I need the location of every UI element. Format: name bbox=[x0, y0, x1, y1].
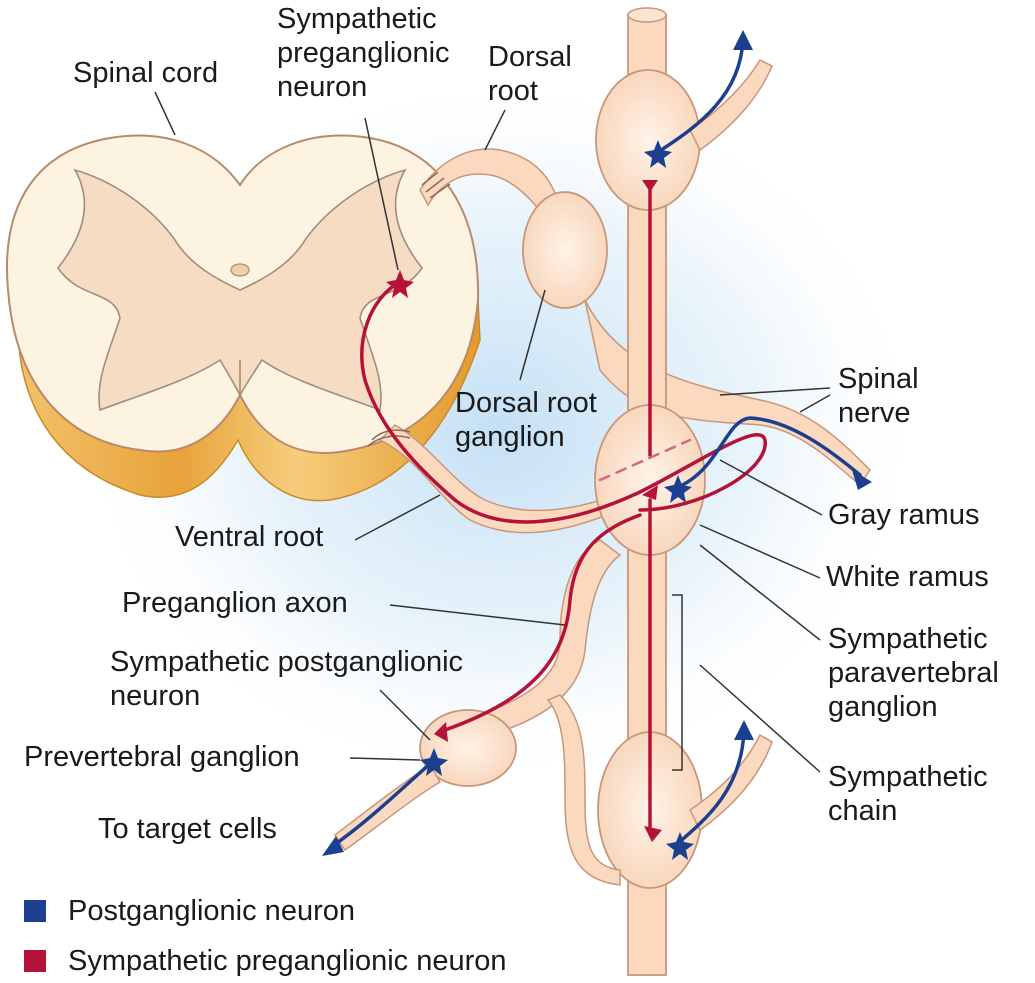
chain-connector bbox=[546, 694, 621, 886]
postganglionic-cell-body-middle bbox=[664, 475, 692, 503]
dorsal-root bbox=[419, 148, 608, 309]
postganglionic-cell-body-lower bbox=[666, 832, 694, 860]
preganglionic-pathway bbox=[360, 183, 767, 832]
legend-swatch-preganglionic bbox=[24, 950, 46, 972]
label-white-ramus: White ramus bbox=[826, 561, 989, 593]
postganglionic-cell-body-upper bbox=[644, 140, 672, 168]
postganglionic-prevertebral bbox=[328, 760, 434, 850]
leader-preganglion-axon bbox=[389, 604, 566, 626]
label-spinal-nerve: Spinal nerve bbox=[838, 363, 919, 429]
legend-label-postganglionic: Postganglionic neuron bbox=[68, 895, 355, 927]
label-sympathetic-paravertebral-ganglion: Sympathetic paravertebral ganglion bbox=[828, 623, 999, 723]
leader-postganglionic-neuron bbox=[379, 689, 431, 741]
leader-sympathetic-chain-bracket bbox=[672, 594, 683, 771]
dorsal-root-ganglion bbox=[522, 191, 608, 309]
leader-sympathetic-preganglionic-neuron bbox=[364, 117, 399, 271]
target-nerve bbox=[333, 763, 442, 852]
postganglionic-upper bbox=[656, 38, 745, 154]
leader-prevertebral-ganglion bbox=[349, 757, 421, 761]
postganglionic-cell-body-prevertebral bbox=[420, 748, 448, 776]
spinal-cord bbox=[6, 134, 481, 502]
upper-ramus bbox=[689, 59, 773, 152]
postganglionic-lower bbox=[674, 728, 746, 847]
label-dorsal-root-ganglion: Dorsal root ganglion bbox=[455, 387, 597, 453]
legend-label-preganglionic: Sympathetic preganglionic neuron bbox=[68, 945, 507, 977]
label-prevertebral-ganglion: Prevertebral ganglion bbox=[24, 741, 300, 773]
label-sympathetic-chain: Sympathetic chain bbox=[828, 761, 988, 827]
leader-gray-ramus bbox=[719, 459, 823, 516]
trunk-top-cap bbox=[627, 7, 667, 23]
leader-spinal-nerve-2 bbox=[799, 394, 831, 413]
spinal-cord-grey-matter bbox=[57, 168, 423, 412]
arrowhead-target-cells bbox=[322, 836, 344, 856]
label-gray-ramus: Gray ramus bbox=[828, 499, 980, 531]
arrowhead-lower bbox=[734, 720, 754, 740]
leader-spinal-nerve-1 bbox=[719, 387, 831, 396]
dorsal-root-rootlets bbox=[421, 171, 451, 199]
leader-ventral-root bbox=[354, 494, 441, 541]
label-to-target-cells: To target cells bbox=[98, 813, 277, 845]
preganglionic-axon-from-cord bbox=[360, 281, 767, 524]
leader-dorsal-root bbox=[484, 109, 506, 151]
leader-spinal-cord bbox=[154, 91, 176, 136]
label-sympathetic-postganglionic-neuron: Sympathetic postganglionic neuron bbox=[110, 646, 464, 712]
leader-white-ramus bbox=[699, 524, 821, 579]
preganglionic-terminal-prevertebral bbox=[434, 722, 448, 742]
postganglionic-pathways bbox=[328, 38, 862, 850]
leader-dorsal-root-ganglion bbox=[519, 289, 546, 381]
leader-paravertebral-ganglion bbox=[699, 544, 821, 641]
preganglionic-dashed-segment bbox=[598, 438, 692, 482]
arrowhead-spinal-nerve bbox=[852, 470, 872, 490]
preganglionic-neuron-cell-body bbox=[386, 270, 414, 298]
central-canal bbox=[230, 263, 250, 277]
preganglionic-terminal-lower bbox=[644, 826, 662, 842]
leader-lines bbox=[154, 91, 831, 773]
preganglionic-terminal-upper bbox=[642, 180, 658, 192]
label-preganglion-axon: Preganglion axon bbox=[122, 587, 348, 619]
leader-sympathetic-chain-1 bbox=[699, 664, 821, 773]
label-sympathetic-preganglionic-neuron: Sympathetic preganglionic neuron bbox=[277, 3, 450, 103]
preganglionic-axon-to-prevertebral bbox=[443, 513, 642, 732]
legend-swatch-postganglionic bbox=[24, 900, 46, 922]
label-spinal-cord: Spinal cord bbox=[73, 57, 219, 89]
postganglionic-middle bbox=[674, 416, 862, 490]
label-ventral-root: Ventral root bbox=[175, 521, 324, 553]
arrowhead-upper bbox=[733, 30, 753, 50]
preganglionic-terminal-middle bbox=[642, 485, 658, 500]
label-dorsal-root: Dorsal root bbox=[488, 41, 572, 107]
